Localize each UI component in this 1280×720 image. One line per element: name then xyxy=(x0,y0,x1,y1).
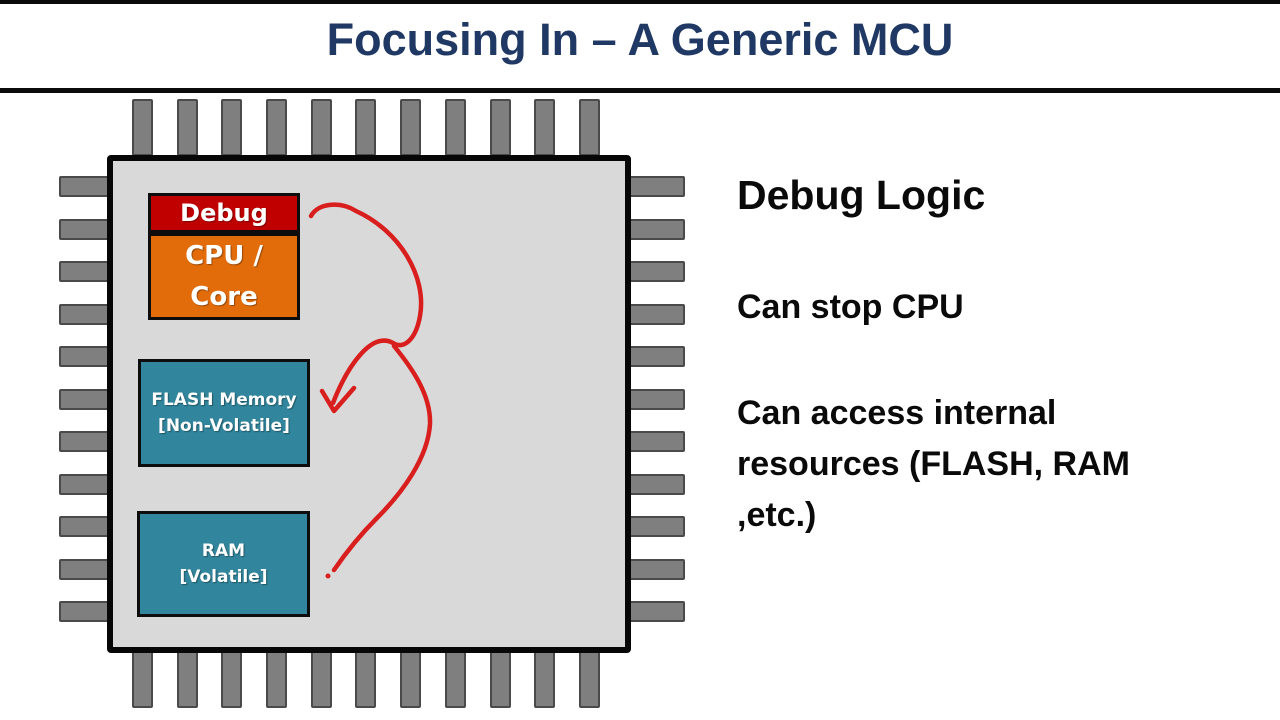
notes-point-can-access: Can access internal resources (FLASH, RA… xyxy=(737,388,1130,541)
flash-block-line1: FLASH Memory xyxy=(151,390,297,410)
slide-title: Focusing In – A Generic MCU xyxy=(326,14,954,65)
chip-pin xyxy=(578,651,600,708)
debug-block: Debug xyxy=(148,193,300,233)
notes-access-line1: Can access internal xyxy=(737,394,1057,432)
chip-pin xyxy=(628,176,685,197)
debug-block-label: Debug xyxy=(180,199,268,227)
notes-access-line3: ,etc.) xyxy=(737,496,817,534)
ram-block-line2: [Volatile] xyxy=(179,567,268,587)
flash-block-line2: [Non-Volatile] xyxy=(158,416,290,436)
chip-pin xyxy=(221,99,243,156)
chip-pin xyxy=(310,651,332,708)
chip-pin xyxy=(59,516,110,537)
ram-block: RAM [Volatile] xyxy=(137,511,310,617)
chip-pin xyxy=(59,176,110,197)
chip-pin xyxy=(534,651,556,708)
cpu-block-line2: Core xyxy=(190,281,258,312)
chip-pin xyxy=(355,99,377,156)
chip-pin xyxy=(534,99,556,156)
chip-pin xyxy=(444,99,466,156)
chip-pin xyxy=(628,303,685,325)
chip-pin xyxy=(310,99,332,156)
chip-pin xyxy=(628,516,685,537)
chip-pin xyxy=(628,388,685,410)
chip-pins-bottom xyxy=(132,651,600,708)
chip-pin xyxy=(59,431,110,452)
chip-pin xyxy=(59,261,110,282)
chip-pin xyxy=(221,651,243,708)
notes-heading: Debug Logic xyxy=(737,172,986,218)
chip-pin xyxy=(266,651,288,708)
chip-pin xyxy=(59,218,110,240)
chip-pin xyxy=(400,99,422,156)
chip-pins-left xyxy=(59,176,110,622)
title-divider xyxy=(0,88,1280,93)
flash-memory-block: FLASH Memory [Non-Volatile] xyxy=(138,359,310,467)
chip-pin xyxy=(628,218,685,240)
chip-pin xyxy=(132,651,153,708)
notes-access-line2: resources (FLASH, RAM xyxy=(737,445,1130,483)
top-black-strip xyxy=(0,0,1280,4)
chip-pin xyxy=(628,346,685,367)
chip-pin xyxy=(59,303,110,325)
chip-pin xyxy=(132,99,153,156)
chip-pins-right xyxy=(628,176,685,622)
cpu-core-block: CPU / Core xyxy=(148,233,300,320)
chip-pin xyxy=(628,473,685,495)
notes-point-can-stop-cpu: Can stop CPU xyxy=(737,288,964,326)
chip-pin xyxy=(59,346,110,367)
chip-pin xyxy=(400,651,422,708)
chip-pin xyxy=(59,473,110,495)
chip-pin xyxy=(628,558,685,580)
chip-pin xyxy=(628,261,685,282)
chip-pin xyxy=(355,651,377,708)
chip-pin xyxy=(489,99,511,156)
chip-pin xyxy=(628,431,685,452)
chip-pin xyxy=(266,99,288,156)
chip-pin xyxy=(59,558,110,580)
chip-pin xyxy=(176,651,198,708)
cpu-block-line1: CPU / xyxy=(185,240,263,271)
chip-pin xyxy=(59,601,110,622)
chip-pin xyxy=(578,99,600,156)
chip-pins-top xyxy=(132,99,600,156)
chip-pin xyxy=(176,99,198,156)
chip-pin xyxy=(489,651,511,708)
ram-block-line1: RAM xyxy=(201,541,246,561)
chip-pin xyxy=(59,388,110,410)
chip-pin xyxy=(628,601,685,622)
chip-pin xyxy=(444,651,466,708)
